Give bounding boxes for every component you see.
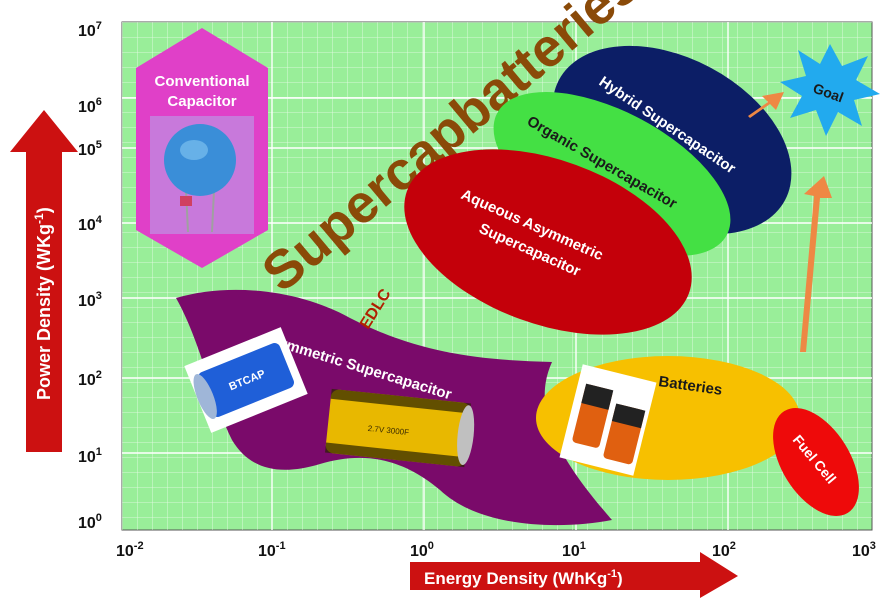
y-axis-label: Power Density (WKg-1) — [32, 207, 54, 400]
gold-cylinder-text: 2.7V 3000F — [367, 424, 409, 437]
y-tick-1: 101 — [78, 446, 102, 466]
aqueous-supercapacitor-region: Aqueous Asymmetric Supercapacitor — [404, 149, 692, 335]
x-tick-m1: 10-1 — [258, 540, 286, 560]
y-tick-4: 104 — [78, 214, 103, 234]
y-axis-arrow: Power Density (WKg-1) — [10, 110, 78, 452]
y-tick-6: 106 — [78, 96, 102, 116]
x-tick-0: 100 — [410, 540, 434, 560]
y-tick-2: 102 — [78, 369, 102, 389]
symmetric-supercapacitor-region: Symmetric Supercapacitor BTCAP 2.7V 3000… — [176, 289, 612, 526]
goal-star: Goal — [780, 44, 880, 136]
x-tick-labels: 10-2 10-1 100 101 102 103 — [116, 540, 876, 560]
y-tick-5: 105 — [78, 139, 102, 159]
diagonal-trend-arrow — [748, 92, 784, 118]
x-axis-label: Energy Density (WhKg-1) — [424, 568, 623, 588]
conventional-capacitor-label-2: Capacitor — [167, 93, 236, 110]
gold-supercapacitor-image: 2.7V 3000F — [325, 388, 475, 468]
vertical-trend-arrow — [788, 176, 832, 352]
x-tick-2: 102 — [712, 540, 736, 560]
blue-supercapacitor-image: BTCAP — [184, 327, 308, 433]
x-tick-3: 103 — [852, 540, 876, 560]
fuel-cell-region: Fuel Cell — [773, 408, 859, 516]
y-tick-7: 107 — [78, 20, 102, 40]
batteries-image — [559, 364, 657, 476]
conventional-capacitor-region: Conventional Capacitor — [136, 28, 268, 268]
x-axis-arrow: Energy Density (WhKg-1) — [410, 552, 738, 598]
trend-arrows — [748, 92, 832, 352]
x-tick-m2: 10-2 — [116, 540, 144, 560]
y-tick-0: 100 — [78, 512, 102, 532]
ceramic-capacitor-image — [150, 116, 254, 234]
y-tick-3: 103 — [78, 290, 102, 310]
batteries-region: Batteries — [536, 356, 800, 480]
conventional-capacitor-label-1: Conventional — [154, 73, 249, 90]
y-tick-labels: 107 106 105 104 103 102 101 100 — [78, 20, 103, 532]
x-tick-1: 101 — [562, 540, 586, 560]
